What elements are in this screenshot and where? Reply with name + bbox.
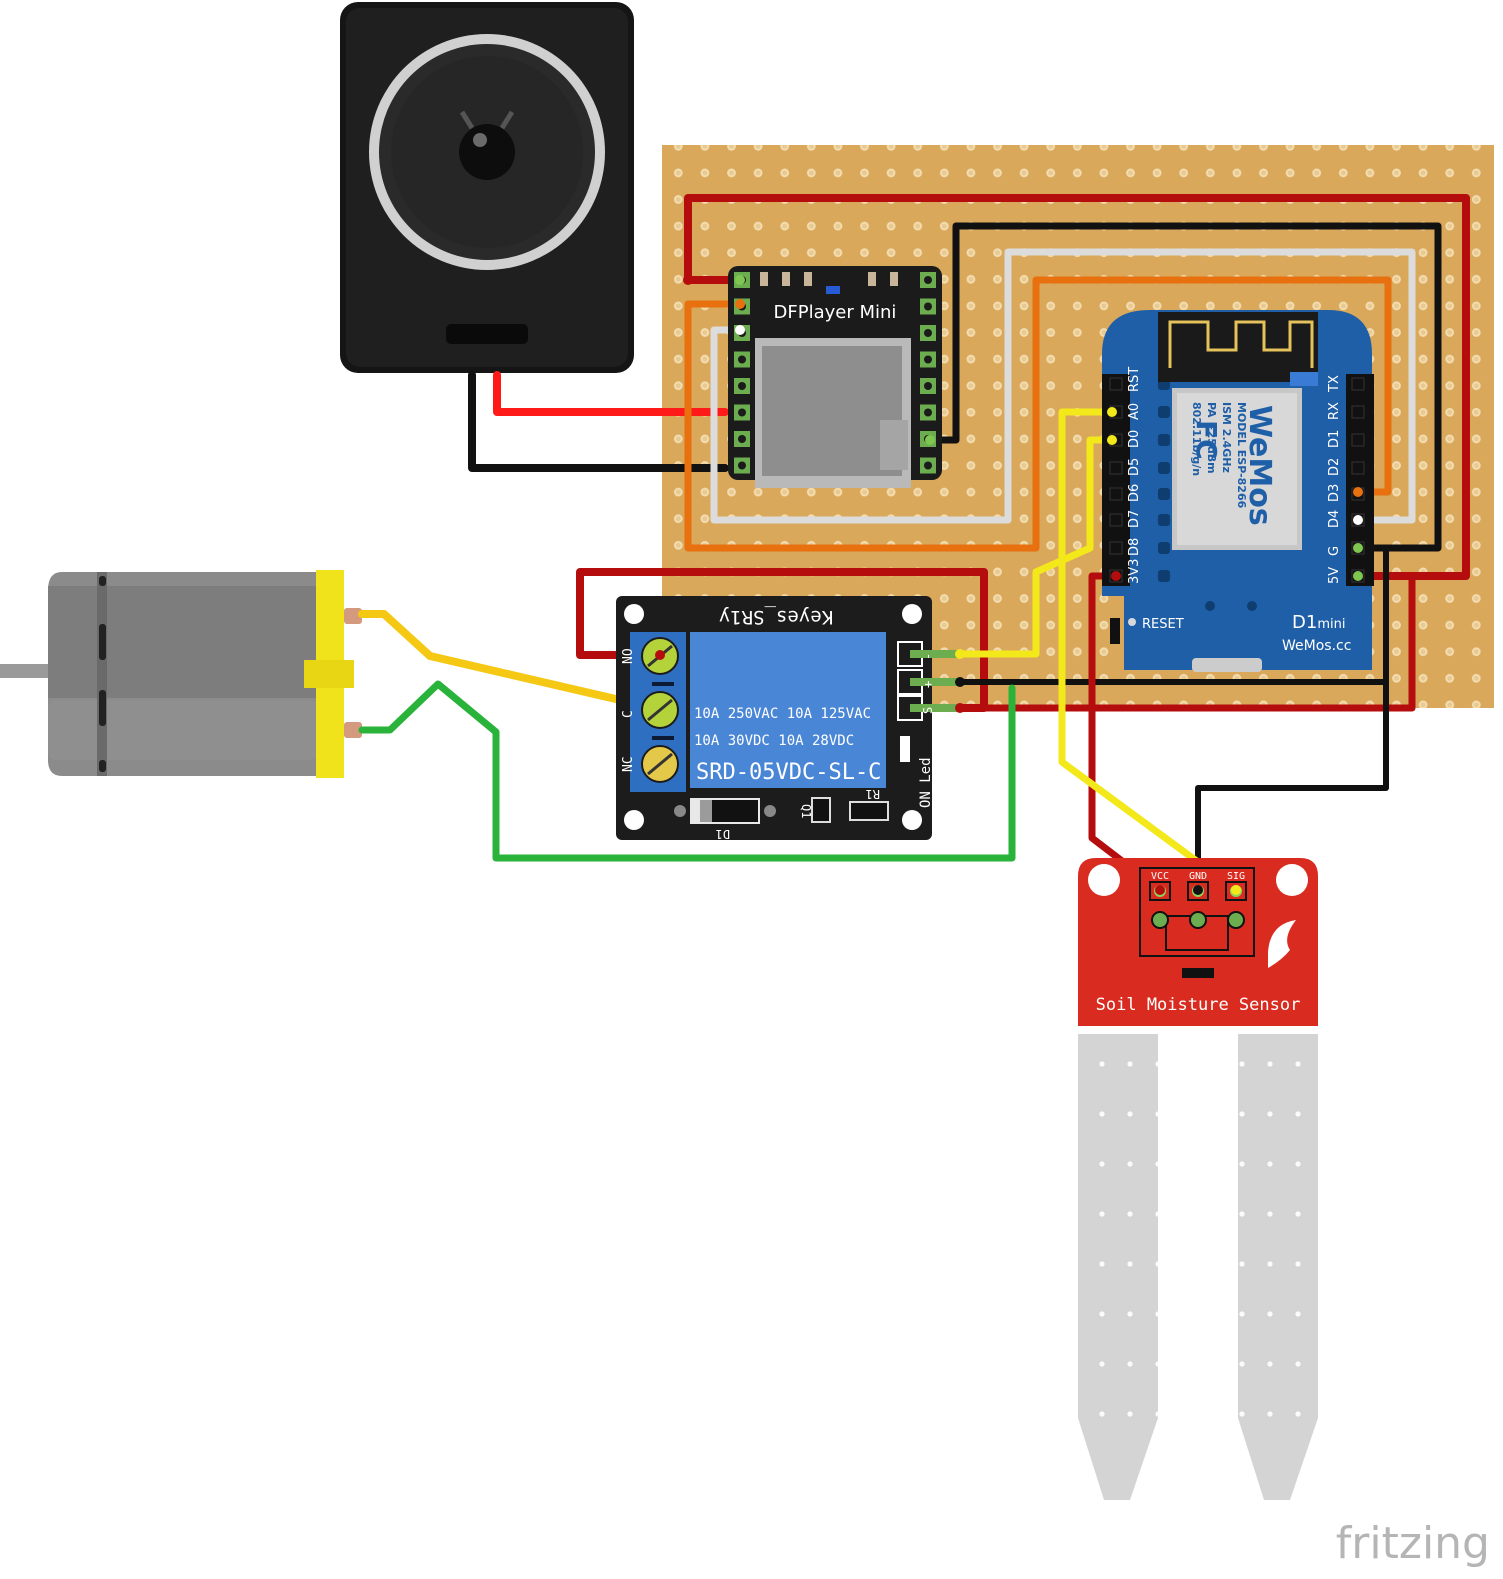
- wemos-pin-label: 3V3: [1127, 559, 1142, 584]
- wire-end: [925, 435, 935, 445]
- dfplayer-label: DFPlayer Mini: [774, 302, 897, 323]
- wire-end: [735, 325, 745, 335]
- wire-end: [1353, 515, 1363, 525]
- wemos-reset-label: RESET: [1142, 617, 1184, 632]
- relay-title: Keyes_SR1y: [719, 606, 833, 628]
- wemos-model-line: ISM 2.4GHz: [1220, 402, 1233, 473]
- wire-end: [1353, 487, 1363, 497]
- wemos-model-line: MODEL ESP-8266: [1235, 402, 1248, 509]
- relay-r1-label: R1: [866, 787, 880, 801]
- wire-end: [1107, 407, 1117, 417]
- wemos-name-label: D1mini: [1292, 612, 1345, 633]
- relay-spec-line1: 10A 250VAC 10A 125VAC: [694, 706, 871, 722]
- wemos-pin-label: D0: [1127, 430, 1142, 448]
- sensor-sig-yellow-wire: [1058, 408, 1240, 894]
- relay-header-pin: [910, 678, 960, 686]
- wemos-pin-label: D1: [1327, 430, 1342, 448]
- speaker-black-wire: [468, 371, 729, 472]
- sensor-pin-label: VCC: [1151, 871, 1169, 882]
- wemos-pin-label: D6: [1127, 484, 1142, 502]
- relay-spec-line2: 10A 30VDC 10A 28VDC: [694, 733, 854, 749]
- relay-module: Keyes_SR1y 10A 250VAC 10A 125VAC 10A 30V…: [616, 596, 960, 841]
- wire-end: [955, 703, 965, 713]
- wemos-site-label: WeMos.cc: [1282, 638, 1351, 654]
- wemos-pin-label: D4: [1327, 510, 1342, 528]
- motor-yellow-wire: [358, 610, 624, 704]
- wemos-model-line: 802.11b/g/n: [1190, 402, 1203, 476]
- sensor-title: Soil Moisture Sensor: [1096, 995, 1301, 1015]
- white-wire: [710, 248, 1416, 524]
- speaker: [340, 2, 634, 373]
- wire-end: [735, 275, 745, 285]
- wemos-brand: WeMos: [1242, 405, 1277, 526]
- wire-end: [683, 275, 693, 285]
- wire-end: [1155, 885, 1165, 895]
- relay-terminal-label: NC: [621, 756, 636, 772]
- orange-wire: [684, 276, 1392, 552]
- wemos-pin-label: D3: [1327, 484, 1342, 502]
- relay-pin-label: -: [921, 653, 935, 660]
- wemos-pin-label: G: [1327, 546, 1342, 556]
- wire-end: [1111, 571, 1121, 581]
- fritzing-watermark: fritzing: [1336, 1518, 1490, 1569]
- black-gnd-wire: [926, 222, 1442, 552]
- sensor-pin-label: GND: [1189, 871, 1207, 882]
- wire-end: [955, 677, 965, 687]
- relay-q1-label: Q1: [799, 804, 813, 818]
- motor-green-wire: [358, 680, 1016, 862]
- wemos-pin-label: TX: [1327, 375, 1342, 393]
- sensor-gnd-black-wire: [1195, 677, 1389, 893]
- wire-end: [1107, 435, 1117, 445]
- wire-end: [1353, 543, 1363, 553]
- wemos-pin-label: D2: [1327, 458, 1342, 476]
- red-5v-wire: [684, 194, 1470, 580]
- wemos-pin-label: RX: [1327, 402, 1342, 420]
- relay-header-pin: [910, 704, 960, 712]
- soil-moisture-sensor: VCC GND SIG Soil Moisture Sensor: [1078, 858, 1318, 1500]
- wire-end: [1353, 571, 1363, 581]
- wire-end: [1193, 885, 1203, 895]
- relay-terminal-label: C: [621, 710, 636, 718]
- dc-motor: [0, 570, 362, 778]
- wire-end: [735, 299, 745, 309]
- fc-mark: FC: [1190, 420, 1223, 460]
- wemos-pin-label: D7: [1127, 510, 1142, 528]
- relay-pin-label: S: [921, 707, 935, 714]
- wire-end-pads: [655, 275, 1363, 895]
- speaker-red-wire: [493, 371, 729, 416]
- relay-header-pin: [910, 650, 960, 658]
- wire-end: [1231, 885, 1241, 895]
- dfplayer-module: DFPlayer Mini: [728, 266, 942, 488]
- wires: [358, 194, 1470, 894]
- relay-led-label: ON_Led: [918, 757, 934, 808]
- wire-end: [655, 650, 665, 660]
- relay-d1-label: D1: [716, 827, 730, 841]
- wire-end: [955, 649, 965, 659]
- wemos-pin-label: 5V: [1327, 567, 1342, 584]
- relay-pin-label: +: [921, 681, 935, 688]
- wemos-pin-label: D8: [1127, 538, 1142, 556]
- wemos-pin-label: D5: [1127, 458, 1142, 476]
- wemos-pin-label: RST: [1127, 367, 1142, 392]
- wemos-model-line: PA +25dBm: [1205, 402, 1218, 474]
- relay-model: SRD-05VDC-SL-C: [696, 760, 881, 785]
- sensor-pin-label: SIG: [1227, 871, 1245, 882]
- wemos-pin-label: A0: [1127, 403, 1142, 420]
- relay-terminal-label: NO: [621, 648, 636, 664]
